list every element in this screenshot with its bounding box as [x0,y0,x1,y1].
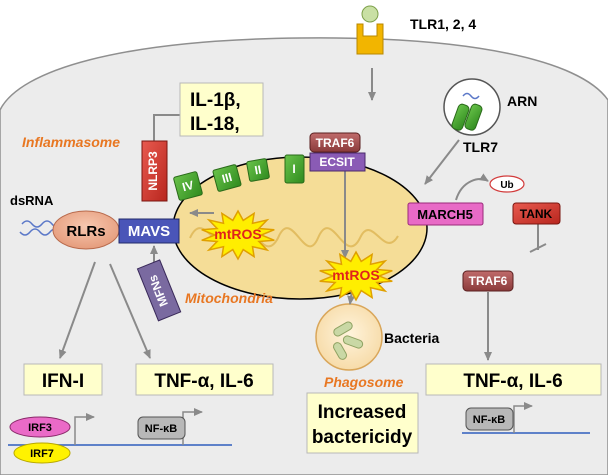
march5-label: MARCH5 [417,207,473,222]
tnf-right-output-box: TNF-α, IL-6 [425,363,602,396]
il18-label: IL-18, [190,114,240,135]
tank-box: TANK [512,202,561,225]
tlr124-receptor [356,5,384,55]
traf6-right-box: TRAF6 [462,270,514,292]
complex-ii: II [246,158,270,182]
bacterium-1 [333,321,353,337]
nfkb-right-promoter-arrow [513,402,533,433]
arrow-march5-to-ub [455,173,489,201]
ifn-label: IFN-I [42,371,84,392]
tnf-left-output-box: TNF-α, IL-6 [135,363,274,396]
irf7-ellipse: IRF7 [13,442,71,464]
irf3-ellipse: IRF3 [9,416,71,438]
arn-label: ARN [507,93,537,109]
arrow-nlrp3-to-il1b [153,111,189,145]
ub-label: Ub [500,180,513,191]
complex-ii-label: II [253,163,262,178]
arrow-tlr7-to-march5 [424,139,460,185]
complex-i-label: I [292,162,295,176]
tlr7-label: TLR7 [463,139,498,155]
mtros-mito-burst: mtROS [201,209,275,261]
irf3-label: IRF3 [28,422,52,434]
ecsit-box: ECSIT [309,152,366,172]
rlrs-ellipse: RLRs [52,210,120,250]
arrows [58,68,547,361]
mtros-mito-label: mtROS [214,226,261,242]
ub-tag: Ub [489,175,525,193]
tlr124-label: TLR1, 2, 4 [410,16,476,32]
inhibition-bar [529,243,547,253]
ecsit-label: ECSIT [319,155,355,169]
traf6-top-label: TRAF6 [316,136,355,150]
irf-promoter-arrow [74,413,95,445]
endosome [443,78,501,136]
bacteria-label: Bacteria [384,330,439,346]
bactericidy-output-box: Increased bactericidy [306,392,419,454]
arrow-rlrs-to-tnf-left [109,263,151,359]
phagosome-label: Phagosome [324,374,404,390]
tnf-left-label: TNF-α, IL-6 [154,371,253,392]
bacterium-3 [333,342,347,360]
bactericidy-line1-label: Increased [318,402,407,423]
complex-i: I [284,154,305,184]
nfkb-left-box: NF-κB [137,416,186,440]
dsrna-label: dsRNA [10,193,54,208]
il1b-output-box: IL-1β, IL-18, [179,82,264,137]
irf7-label: IRF7 [30,448,54,460]
tnf-right-label: TNF-α, IL-6 [463,371,562,392]
phagosome [315,303,383,371]
inflammasome-label: Inflammasome [22,134,120,150]
bactericidy-line2-label: bactericidy [312,427,413,448]
mavs-label: MAVS [128,223,170,240]
complex-iv-label: IV [181,178,196,194]
complex-iii: III [212,164,242,192]
tank-label: TANK [520,207,553,221]
complex-iv: IV [173,171,203,201]
ifn-output-box: IFN-I [23,363,103,396]
arrow-rlrs-to-ifn [58,261,96,359]
march5-box: MARCH5 [407,202,484,226]
traf6-top-box: TRAF6 [309,132,361,153]
mitochondria-label: Mitochondria [185,290,273,306]
tlr7-receptor [451,103,483,131]
il1b-label: IL-1β, [190,90,241,111]
rlrs-label: RLRs [66,223,105,240]
nfkb-left-label: NF-κB [145,423,177,435]
nlrp3-box: NLRP3 [141,140,168,202]
complex-iii-label: III [220,170,233,186]
bacterium-2 [342,335,364,349]
mtros-cyto-burst: mtROS [319,250,393,302]
mavs-box: MAVS [118,218,180,244]
arn-strand [462,92,480,100]
traf6-right-label: TRAF6 [469,274,508,288]
nfkb-right-box: NF-κB [465,407,514,431]
nlrp3-label: NLRP3 [146,151,160,191]
nfkb-right-label: NF-κB [473,414,505,426]
mtros-cyto-label: mtROS [332,267,379,283]
